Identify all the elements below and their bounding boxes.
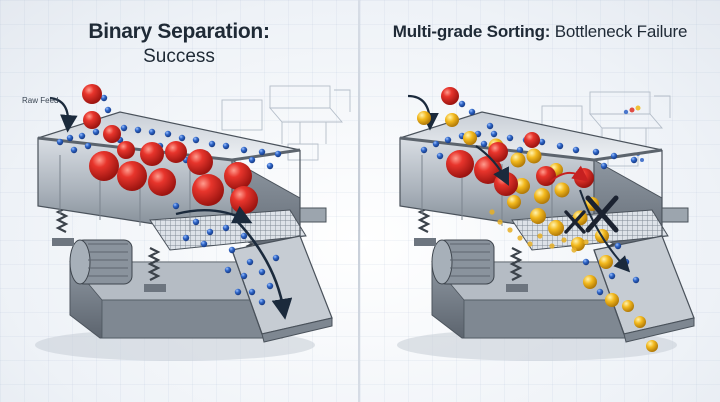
small-particles-left <box>56 94 282 306</box>
x-mark-icon <box>585 195 619 233</box>
right-title: Multi-grade Sorting: Bottleneck Failure <box>360 22 720 42</box>
left-subtitle: Success <box>143 46 215 67</box>
arrow-icon <box>475 145 631 273</box>
panel-divider <box>358 0 360 402</box>
raw-feed-label: Raw Feed <box>22 96 59 105</box>
right-title-bold: Multi-grade Sorting: <box>392 22 551 41</box>
right-panel-illustration <box>395 87 696 363</box>
arrow-icon <box>49 96 78 133</box>
left-title: Binary Separation: <box>88 20 270 43</box>
right-screener-machine <box>395 110 696 363</box>
trapped-particles-right <box>489 209 589 253</box>
blueprint-sketch <box>541 91 671 167</box>
left-panel-illustration <box>33 84 351 363</box>
x-mark-icon <box>564 210 586 234</box>
arrow-icon <box>175 206 293 320</box>
right-title-rest: Bottleneck Failure <box>554 22 688 41</box>
